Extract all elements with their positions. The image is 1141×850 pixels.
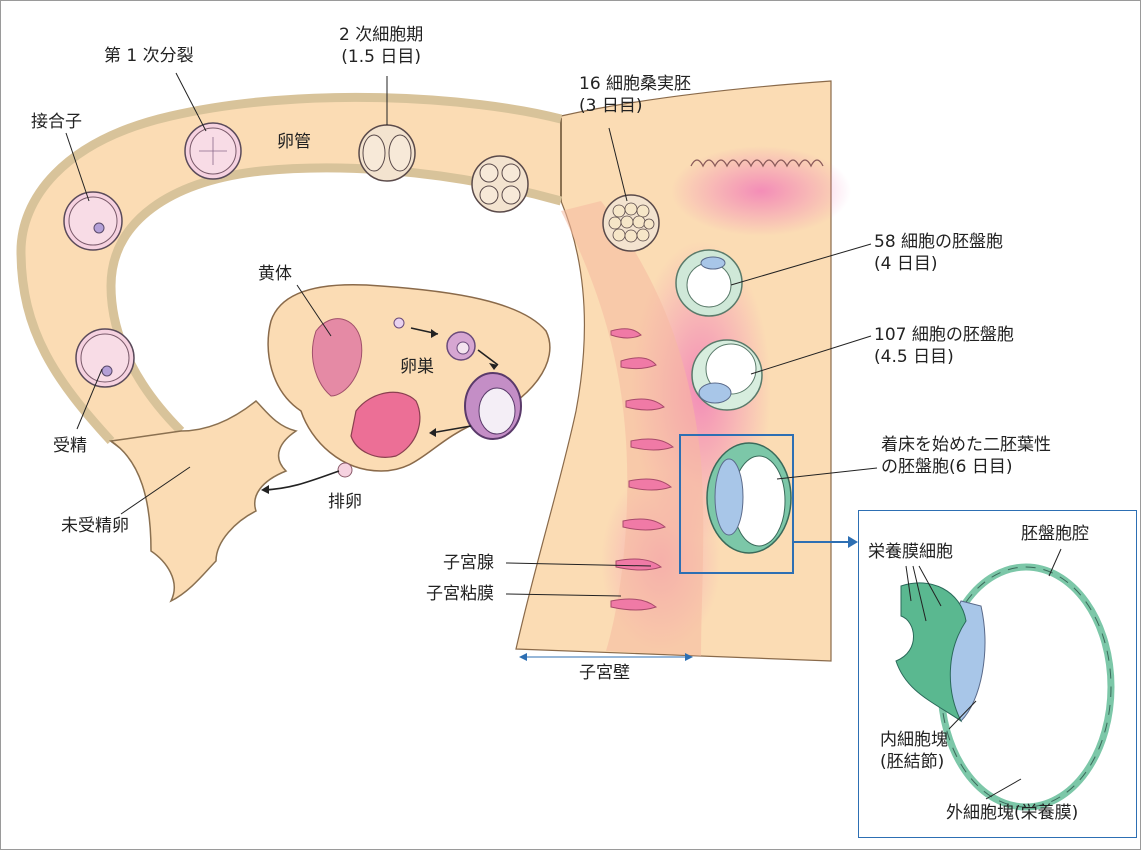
inset-label-icm-line1: 内細胞塊 (880, 729, 948, 751)
fertilization-cell (76, 329, 134, 387)
label-morula-line1: 16 細胞桑実胚 (579, 73, 691, 95)
secondary-follicle-oocyte (457, 342, 469, 354)
inset-label-blastocoel: 胚盤胞腔 (1021, 523, 1089, 545)
label-blastocyst-58-line2: (4 日目) (874, 253, 1003, 275)
label-blastocyst-107-line1: 107 細胞の胚盤胞 (874, 324, 1014, 346)
label-morula-line2: (3 日目) (579, 95, 691, 117)
label-two-cell-line1: 2 次細胞期 (339, 24, 423, 46)
inset-label-inner-cell-mass: 内細胞塊 (胚結節) (880, 729, 948, 773)
four-cell-stage (472, 156, 528, 212)
label-blastocyst-107: 107 細胞の胚盤胞 (4.5 日目) (874, 324, 1014, 368)
label-endometrium: 子宮粘膜 (426, 583, 494, 605)
label-blastocyst-107-line2: (4.5 日目) (874, 346, 1014, 368)
inset-label-trophoblast: 栄養膜細胞 (868, 541, 953, 563)
label-zygote: 接合子 (31, 111, 82, 133)
implanting-blastocyst (707, 443, 791, 553)
label-ovulation: 排卵 (328, 491, 362, 513)
label-blastocyst-58-line1: 58 細胞の胚盤胞 (874, 231, 1003, 253)
label-two-cell-line2: (1.5 日目) (339, 46, 423, 68)
label-unfertilized-egg: 未受精卵 (61, 515, 129, 537)
label-ovary: 卵巣 (400, 356, 434, 378)
ovulated-egg (338, 463, 352, 477)
label-uterine-gland: 子宮腺 (443, 552, 494, 574)
label-fertilization: 受精 (53, 435, 87, 457)
label-corpus-luteum: 黄体 (258, 263, 292, 285)
label-implanting-line1: 着床を始めた二胚葉性 (881, 434, 1051, 456)
label-morula: 16 細胞桑実胚 (3 日目) (579, 73, 691, 117)
two-cell-stage (359, 125, 415, 181)
mature-follicle-antrum (479, 388, 515, 434)
primary-follicle (394, 318, 404, 328)
label-blastocyst-58: 58 細胞の胚盤胞 (4 日目) (874, 231, 1003, 275)
blastocyst-58 (676, 250, 742, 316)
zygote-cell (64, 192, 122, 250)
label-implanting-line2: の胚盤胞(6 日目) (881, 456, 1051, 478)
label-uterine-wall: 子宮壁 (579, 662, 630, 684)
label-first-division: 第 1 次分裂 (104, 45, 194, 67)
blastocyst-107 (692, 340, 762, 410)
inset-label-outer-cell-mass: 外細胞塊(栄養膜) (946, 802, 1078, 824)
first-division-cell (185, 123, 241, 179)
inset-label-icm-line2: (胚結節) (880, 751, 948, 773)
label-two-cell: 2 次細胞期 (1.5 日目) (339, 24, 423, 68)
morula (603, 195, 659, 251)
label-implanting: 着床を始めた二胚葉性 の胚盤胞(6 日目) (881, 434, 1051, 478)
label-oviduct: 卵管 (277, 131, 311, 153)
